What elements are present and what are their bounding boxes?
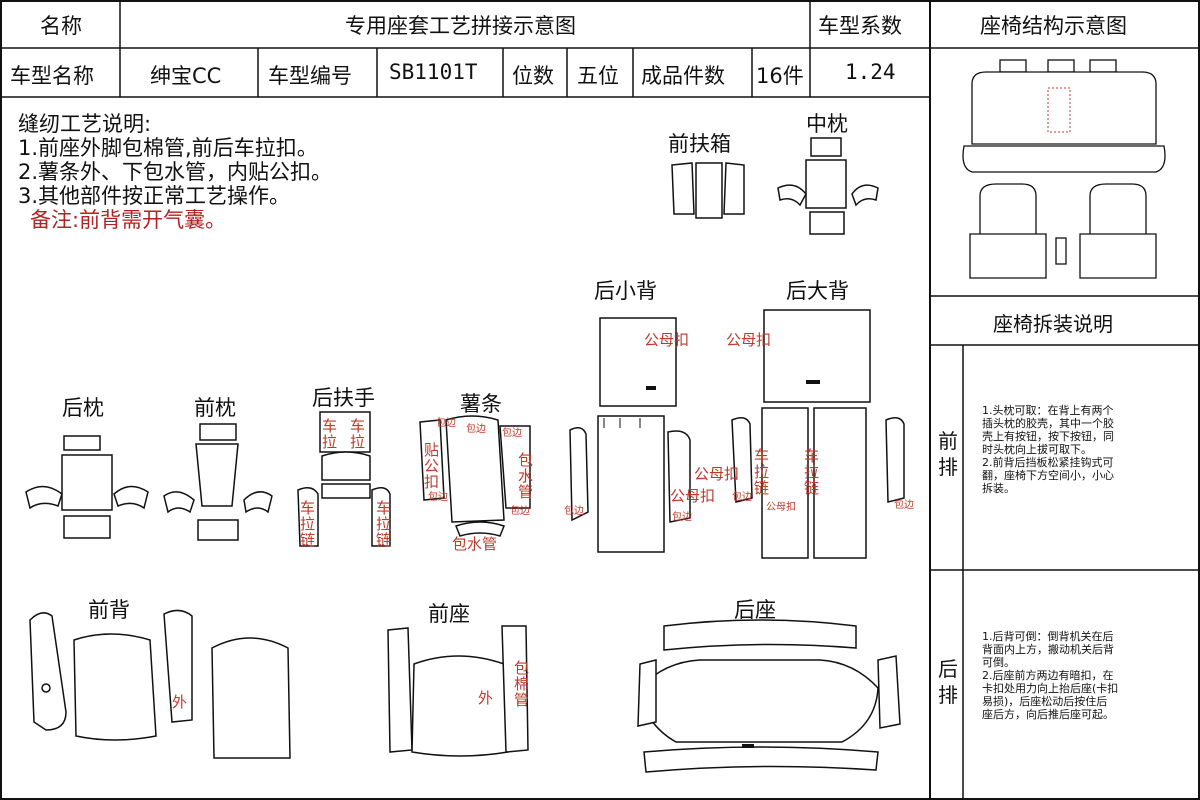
annotation-cotton-pipe: 包棉管 [514,659,530,709]
annotation-edge-7: 包边 [502,428,522,439]
annotation-edge-5: 包边 [436,418,456,429]
annotation-edge-8: 包边 [428,492,448,503]
front-text-line: 壳上有按钮，按下按钮，同 [982,430,1114,443]
rear-row-label: 后排 [936,656,960,708]
coef-value: 1.24 [845,60,896,84]
model-name-label: 车型名称 [10,64,94,88]
pieces-label: 成品件数 [641,64,725,88]
rear-big-back-pieces [731,309,905,559]
notes-remark: 备注:前背需开气囊。 [30,208,227,232]
annotation-edge-9: 包边 [510,506,530,517]
rear-bench-sketch [962,59,1166,173]
rear-armrest-pieces [297,411,391,547]
model-name-value: 绅宝CC [150,64,222,88]
rear-seat-pieces [637,619,901,773]
model-code-value: SB1101T [389,60,478,84]
front-seat-pieces [387,625,529,757]
pattern-pieces [25,137,905,773]
annotation-outer-1: 外 [172,693,188,711]
rear-small-back-pieces [569,317,691,553]
front-text-line: 插头枕的胶壳，其中一个胶 [982,417,1114,430]
label-chips: 薯条 [460,392,502,416]
label-rear-pillow: 后枕 [62,396,104,420]
front-text-line: 拆装。 [982,482,1015,495]
struct-title: 座椅结构示意图 [980,14,1127,38]
seats-value: 五位 [577,64,619,88]
sewing-notes: 缝纫工艺说明: 1.前座外脚包棉管,前后车拉扣。 2.薯条外、下包水管，内贴公扣… [18,112,332,232]
annotation-edge-3: 包边 [732,492,752,503]
notes-line-3: 3.其他部件按正常工艺操作。 [18,184,291,208]
notes-heading: 缝纫工艺说明: [18,112,152,136]
seats-label: 位数 [512,64,554,88]
annotation-edge-2: 包边 [672,512,692,523]
front-seats-sketch [969,183,1157,279]
annotation-pull-short-1: 车拉 [322,417,338,451]
rear-text-line: 卡扣处用力向上抬后座(卡扣 [982,682,1119,695]
rear-text-line: 座后方，向后推后座可起。 [982,708,1114,721]
annotation-edge-4: 包边 [894,500,914,511]
label-front-seat: 前座 [428,602,470,626]
front-row-instructions: 1.头枕可取：在背上有两个 插头枕的胶壳，其中一个胶 壳上有按钮，按下按钮，同 … [982,404,1114,495]
label-rear-seat: 后座 [734,598,776,622]
front-text-line: 1.头枕可取：在背上有两个 [982,404,1114,417]
annotation-outer-2: 外 [478,689,494,707]
sheet-title: 专用座套工艺拼接示意图 [345,14,576,38]
annotation-edge-1: 包边 [564,506,584,517]
coef-label: 车型系数 [818,14,902,38]
annotation-pull-1: 车拉链 [754,447,770,497]
front-row-text: 前排 [938,429,958,479]
label-middle-pillow: 中枕 [806,112,848,136]
notes-line-1: 1.前座外脚包棉管,前后车拉扣。 [18,136,318,160]
pieces-value: 16件 [756,64,804,88]
front-text-line: 翻，座椅下方空间小，小心 [982,469,1114,482]
model-code-label: 车型编号 [268,64,352,88]
front-back-pieces [29,609,291,759]
label-rear-big-back: 后大背 [786,279,849,303]
annotation-pull-3: 车拉链 [300,499,316,549]
chips-pieces [419,415,531,537]
front-text-line: 2.前背后挡板松紧挂钩式可 [982,456,1114,469]
rear-row-text: 后排 [938,657,958,707]
annotation-pull-4: 车拉链 [376,499,392,549]
annotation-water-pipe-2: 包水管 [452,535,498,553]
front-row-label: 前排 [936,428,960,480]
annotation-snap-2: 公母扣 [726,331,772,349]
annotation-edge-6: 包边 [466,424,486,435]
label-front-box: 前扶箱 [668,132,731,156]
label-rear-armrest: 后扶手 [312,386,375,410]
annotation-snap-1: 公母扣 [644,331,690,349]
annotation-snap-3: 公母扣 [694,465,740,483]
rear-text-line: 2.后座前方两边有暗扣，在 [982,669,1114,682]
notes-line-2: 2.薯条外、下包水管，内贴公扣。 [18,160,333,184]
annotation-pull-2: 车拉链 [804,447,820,497]
rear-row-instructions: 1.后背可倒：倒背机关在后 背面内上方，搬动机关后背 可倒。 2.后座前方两边有… [982,630,1118,721]
rear-pillow-pieces [25,435,149,539]
annotation-snap-5: 公母扣 [766,502,796,513]
annotation-pull-short-2: 车拉 [350,417,366,451]
label-rear-small-back: 后小背 [594,279,657,303]
front-text-line: 时头枕向上拔可取下。 [982,443,1092,456]
rear-text-line: 1.后背可倒：倒背机关在后 [982,630,1114,643]
annotation-stick-snap: 贴公扣 [424,441,440,491]
middle-pillow-pieces [777,137,879,235]
annotation-snap-4: 公母扣 [670,487,716,505]
front-box-pieces [671,162,745,219]
annotation-water-pipe-1: 包水管 [518,451,534,501]
disassembly-title: 座椅拆装说明 [993,312,1113,336]
seat-structure-diagram [962,59,1166,279]
name-label: 名称 [40,14,82,38]
label-front-pillow: 前枕 [194,396,236,420]
label-front-back: 前背 [88,598,130,622]
front-pillow-pieces [163,423,273,541]
rear-text-line: 易损)，后座松动后按住后 [982,695,1108,708]
rear-text-line: 可倒。 [982,656,1015,669]
rear-text-line: 背面内上方，搬动机关后背 [982,643,1114,656]
